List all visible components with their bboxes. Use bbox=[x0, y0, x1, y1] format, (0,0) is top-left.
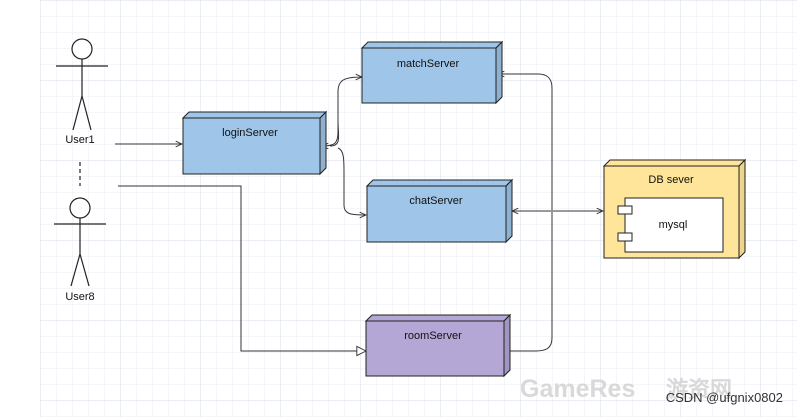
watermark-brand-cn: 游资网 bbox=[666, 377, 732, 402]
node-chat-server-label: chatServer bbox=[409, 195, 463, 207]
edge-db-room[interactable] bbox=[504, 212, 553, 351]
actor-user1-head bbox=[71, 38, 93, 60]
node-match-server[interactable] bbox=[360, 40, 504, 105]
node-db-server-label: DB sever bbox=[648, 174, 694, 186]
connectors bbox=[115, 74, 603, 351]
node-login-server-label: loginServer bbox=[222, 127, 278, 139]
node-match-server-label: matchServer bbox=[397, 58, 460, 70]
edge-login-match[interactable] bbox=[329, 77, 362, 147]
node-chat-server[interactable] bbox=[365, 178, 514, 244]
component-port-icon bbox=[617, 205, 633, 215]
node-room-server[interactable] bbox=[364, 313, 512, 378]
component-mysql[interactable] bbox=[617, 197, 724, 253]
node-login-server[interactable] bbox=[181, 110, 328, 176]
component-port-icon bbox=[617, 232, 633, 242]
actor-user8-label: User8 bbox=[65, 291, 94, 303]
watermark-credit: CSDN @ufgnix0802 bbox=[666, 390, 783, 405]
edge-db-match[interactable] bbox=[498, 74, 553, 210]
component-mysql-label: mysql bbox=[659, 219, 688, 231]
edge-login-chat[interactable] bbox=[337, 147, 366, 215]
watermark-brand: GameRes bbox=[520, 375, 635, 403]
actor-user8[interactable] bbox=[54, 197, 106, 287]
edge-user8-room[interactable] bbox=[118, 185, 366, 351]
actor-user8-head bbox=[69, 197, 91, 219]
actor-user1-label: User1 bbox=[65, 134, 94, 146]
node-room-server-label: roomServer bbox=[404, 330, 462, 342]
actor-user1[interactable] bbox=[56, 38, 108, 131]
